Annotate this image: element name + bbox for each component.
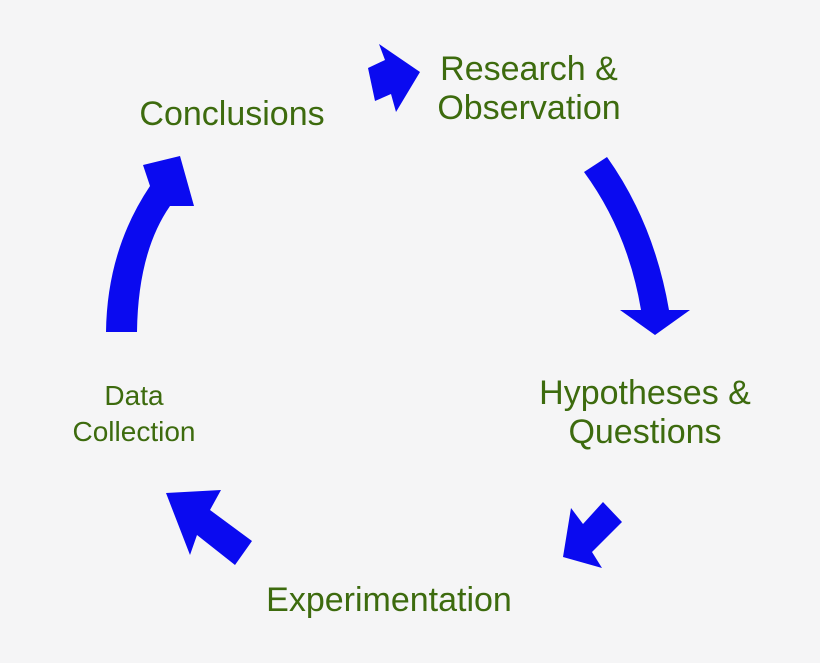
stage-research-line-2: Observation [437, 89, 621, 128]
stage-data-line-2: Collection [72, 416, 196, 448]
arrow-to-hypotheses [584, 157, 690, 335]
stage-experimentation-line-1: Experimentation [266, 581, 512, 619]
stage-conclusions-line-1: Conclusions [139, 95, 325, 133]
stage-hypotheses-line-2: Questions [568, 413, 722, 452]
arrow-to-conclusions [106, 156, 194, 332]
stage-conclusions: Conclusions [122, 95, 342, 134]
stage-experimentation: Experimentation [236, 581, 542, 620]
arrow-to-research [368, 44, 420, 112]
stage-hypotheses-line-1: Hypotheses & [539, 374, 751, 412]
arrow-to-experimentation [563, 502, 622, 568]
stage-data-line-1: Data [104, 380, 164, 411]
stage-data-collection: Data Collection [44, 378, 224, 451]
stage-research: Research & Observation [424, 50, 634, 128]
stage-hypotheses: Hypotheses & Questions [520, 374, 770, 452]
stage-research-line-1: Research & [440, 50, 618, 88]
arrow-to-data-collection [166, 490, 252, 565]
